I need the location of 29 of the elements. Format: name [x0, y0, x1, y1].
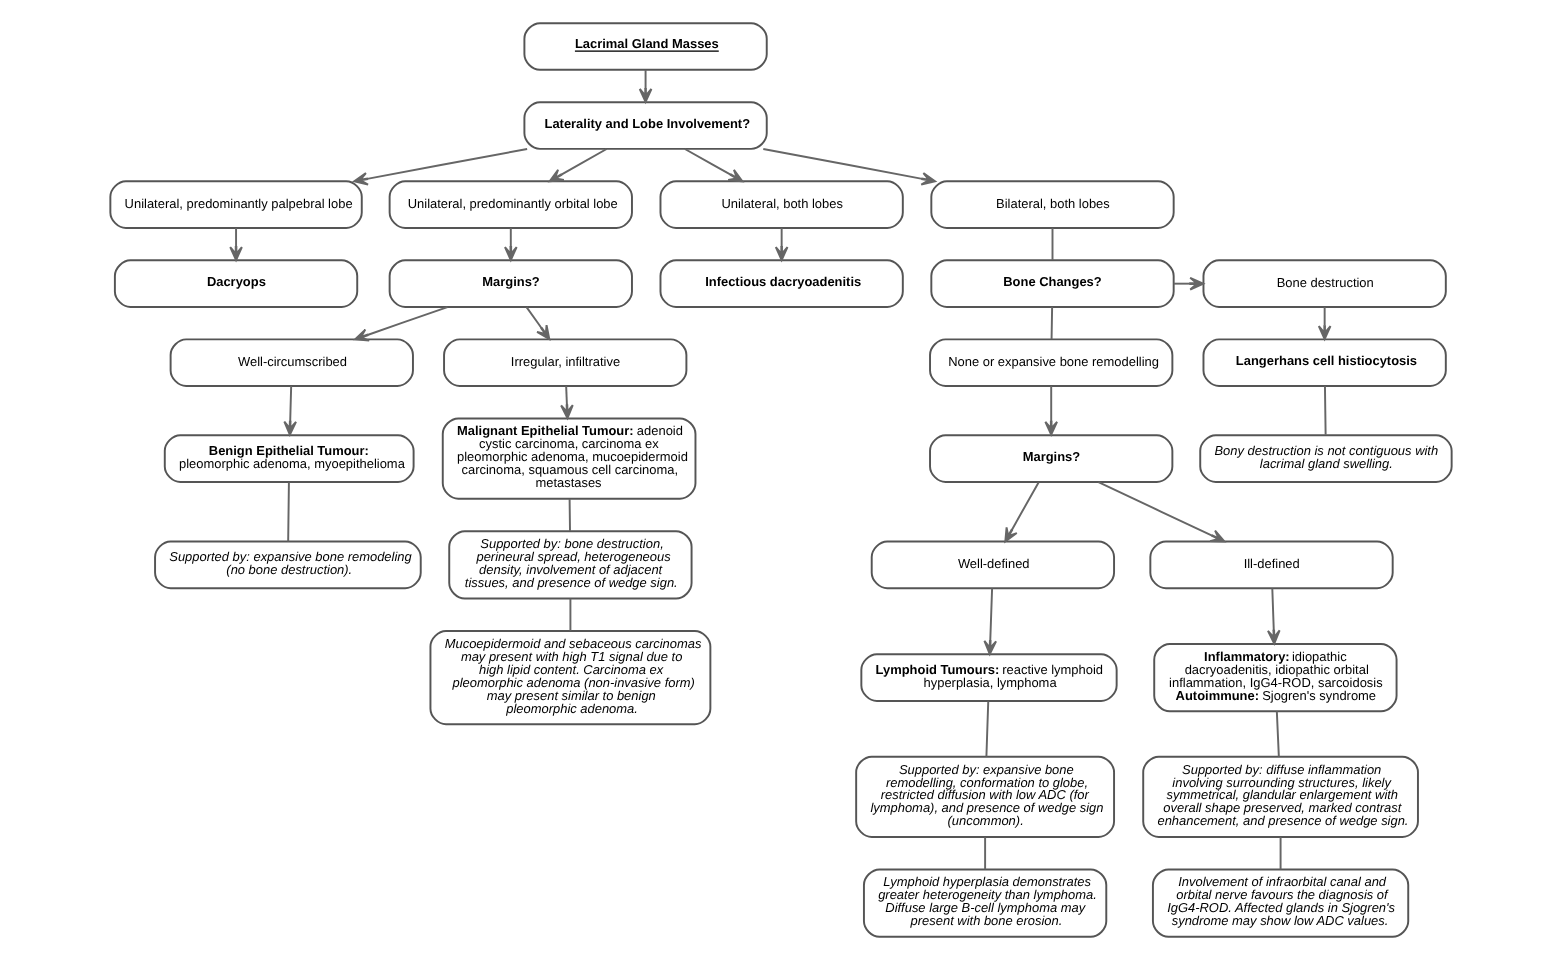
connector: [1274, 709, 1279, 757]
arrow: [503, 226, 517, 260]
arrow: [773, 226, 788, 260]
arrow: [1266, 586, 1280, 644]
arrow: [1043, 384, 1057, 435]
connector: [1049, 305, 1053, 340]
arrow: [1171, 275, 1204, 290]
connector: [567, 497, 570, 532]
arrow: [353, 305, 448, 341]
connector: [286, 480, 289, 542]
connector: [983, 835, 986, 870]
connector: [568, 596, 571, 631]
arrow: [1003, 480, 1039, 542]
arrow: [1096, 480, 1225, 542]
arrow: [1316, 305, 1331, 340]
arrow: [524, 305, 550, 340]
connector: [984, 699, 989, 757]
arrow: [547, 147, 607, 182]
arrow: [682, 147, 743, 182]
connector: [1278, 835, 1281, 870]
connector: [1050, 226, 1053, 260]
connector: [1323, 384, 1326, 435]
arrow: [637, 67, 652, 102]
arrow: [282, 384, 296, 435]
arrow: [761, 147, 936, 185]
arrow: [228, 226, 242, 260]
arrow: [559, 384, 573, 419]
arrow: [352, 147, 528, 185]
arrow: [982, 586, 997, 655]
